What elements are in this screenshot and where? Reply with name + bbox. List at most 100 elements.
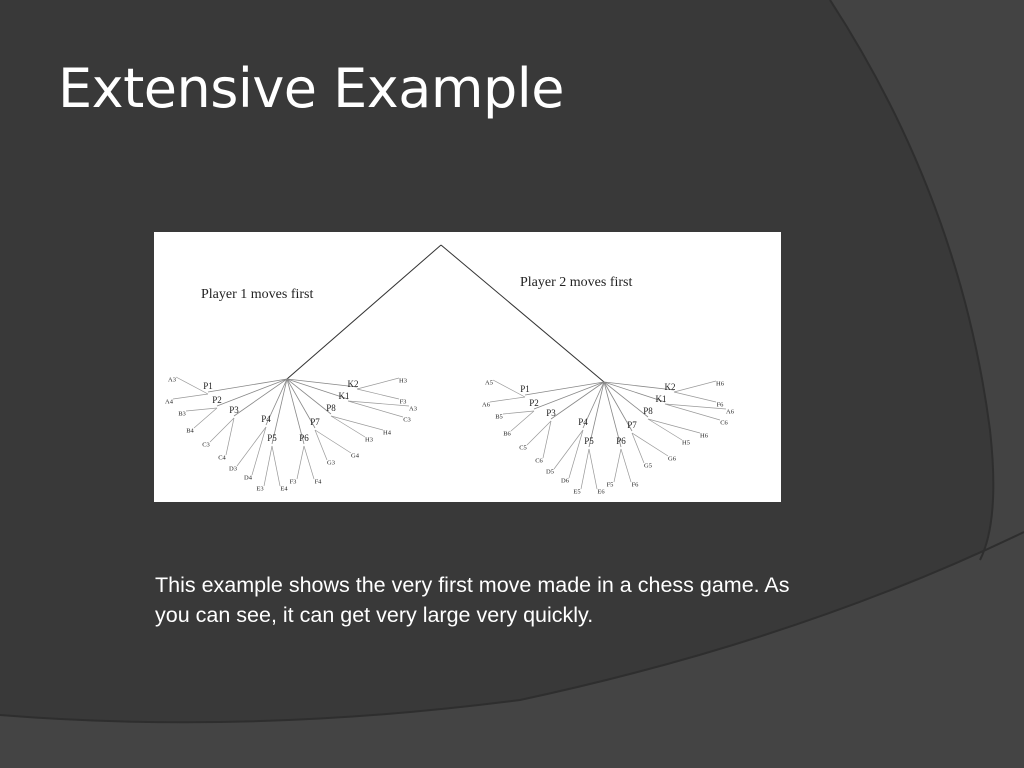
move-edge <box>271 378 288 445</box>
move-label: P7 <box>310 417 320 427</box>
move-label: P8 <box>643 406 653 416</box>
move-label: P4 <box>578 417 588 427</box>
leaf-edge <box>631 432 645 464</box>
leaf-label: A4 <box>165 398 174 405</box>
leaf-edge <box>664 403 721 421</box>
leaf-edge <box>580 448 590 490</box>
move-label: P5 <box>267 433 277 443</box>
move-edge <box>588 381 605 448</box>
leaf-edge <box>647 418 701 434</box>
root-edge <box>286 244 442 380</box>
leaf-edge <box>631 432 669 457</box>
move-label: P3 <box>546 408 556 418</box>
move-edge <box>524 381 605 396</box>
leaf-label: C5 <box>519 444 527 451</box>
leaf-edge <box>314 429 328 461</box>
leaf-edge <box>330 415 384 431</box>
leaf-edge <box>492 379 526 398</box>
leaf-edge <box>502 410 535 415</box>
move-label: P7 <box>627 420 637 430</box>
leaf-edge <box>526 420 552 446</box>
leaf-label: D5 <box>546 468 554 475</box>
leaf-edge <box>664 403 727 410</box>
leaf-label: B4 <box>186 427 194 434</box>
move-label: P6 <box>616 436 626 446</box>
move-label: P5 <box>584 436 594 446</box>
leaf-label: C4 <box>218 454 226 461</box>
leaf-edge <box>673 391 717 403</box>
move-label: P4 <box>261 414 271 424</box>
leaf-label: H4 <box>383 429 392 436</box>
move-label: P8 <box>326 403 336 413</box>
leaf-label: B3 <box>178 410 186 417</box>
leaf-label: H3 <box>365 436 373 443</box>
leaf-edge <box>347 400 404 418</box>
leaf-edge <box>251 426 267 476</box>
slide-title: Extensive Example <box>58 57 564 120</box>
branch-label: Player 2 moves first <box>520 275 632 290</box>
move-edge <box>603 381 675 391</box>
move-edge <box>286 378 358 388</box>
move-edge <box>603 381 649 418</box>
root-edge <box>440 244 605 383</box>
move-edge <box>603 381 633 432</box>
move-edge <box>265 378 288 426</box>
move-edge <box>286 378 305 445</box>
leaf-label: B5 <box>495 413 503 420</box>
move-label: P2 <box>212 395 222 405</box>
leaf-edge <box>236 426 267 467</box>
leaf-edge <box>175 376 209 395</box>
leaf-edge <box>489 396 526 403</box>
leaf-edge <box>296 445 305 480</box>
leaf-edge <box>673 380 717 393</box>
move-label: P3 <box>229 405 239 415</box>
leaf-edge <box>510 410 535 432</box>
move-edge <box>233 378 288 417</box>
leaf-label: F6 <box>632 481 640 488</box>
move-label: P1 <box>203 381 213 391</box>
leaf-label: A3 <box>409 405 417 412</box>
leaf-edge <box>647 418 683 441</box>
leaf-edge <box>314 429 352 454</box>
leaf-label: H5 <box>682 439 690 446</box>
leaf-label: A6 <box>482 401 491 408</box>
leaf-label: G3 <box>327 459 335 466</box>
leaf-label: G4 <box>351 452 360 459</box>
leaf-edge <box>330 415 366 438</box>
move-edge <box>286 378 332 415</box>
leaf-edge <box>225 417 235 456</box>
leaf-label: C6 <box>535 457 543 464</box>
leaf-label: F4 <box>315 478 323 485</box>
leaf-label: H6 <box>700 432 709 439</box>
leaf-label: F5 <box>607 481 614 488</box>
move-label: P2 <box>529 398 539 408</box>
leaf-label: A5 <box>485 379 493 386</box>
leaf-label: F3 <box>400 398 407 405</box>
leaf-edge <box>193 407 218 429</box>
leaf-label: H6 <box>716 380 725 387</box>
leaf-edge <box>271 445 281 487</box>
move-edge <box>603 381 622 448</box>
branch-label: Player 1 moves first <box>201 287 313 302</box>
move-edge <box>550 381 605 420</box>
leaf-edge <box>356 377 400 390</box>
leaf-edge <box>613 448 622 483</box>
move-label: K1 <box>339 391 350 401</box>
move-edge <box>582 381 605 429</box>
move-edge <box>286 378 316 429</box>
leaf-edge <box>588 448 598 490</box>
leaf-label: F6 <box>717 401 725 408</box>
slide-caption: This example shows the very first move m… <box>155 573 790 627</box>
leaf-label: E6 <box>597 488 605 495</box>
move-label: P6 <box>299 433 309 443</box>
leaf-edge <box>263 445 273 487</box>
leaf-edge <box>185 407 218 412</box>
leaf-label: D6 <box>561 477 570 484</box>
leaf-edge <box>356 388 400 400</box>
leaf-label: F3 <box>290 478 297 485</box>
leaf-label: G5 <box>644 462 652 469</box>
leaf-edge <box>303 445 315 480</box>
move-edge <box>533 381 605 410</box>
leaf-label: D4 <box>244 474 253 481</box>
